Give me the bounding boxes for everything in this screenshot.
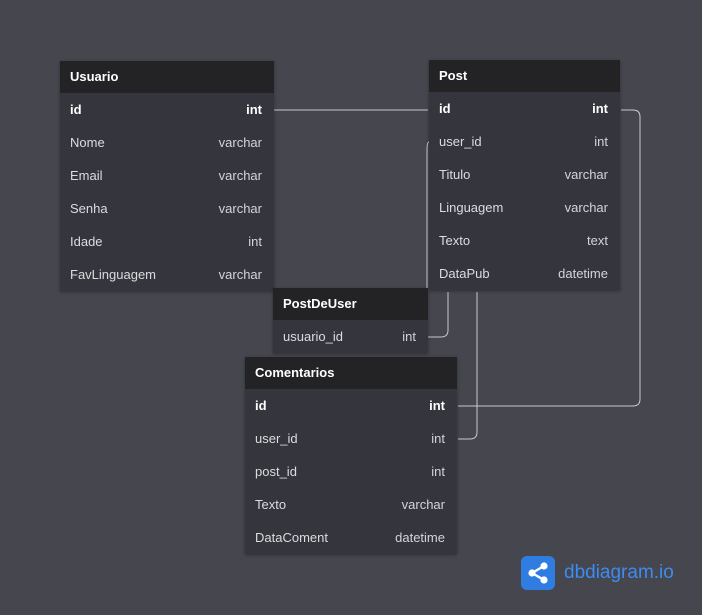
- table-usuario[interactable]: Usuario id int Nome varchar Email varchar S…: [60, 61, 274, 291]
- field-name: Texto: [255, 497, 287, 512]
- field-name: id: [255, 398, 267, 413]
- table-postdeuser[interactable]: PostDeUser usuario_id int: [273, 288, 428, 353]
- field-row[interactable]: Texto varchar: [245, 488, 457, 521]
- field-row[interactable]: DataComent datetime: [245, 521, 457, 554]
- share-nodes-icon: [521, 556, 555, 590]
- field-row[interactable]: id int: [60, 93, 274, 126]
- field-type: int: [594, 134, 608, 149]
- field-type: int: [246, 102, 262, 117]
- field-name: Nome: [70, 135, 105, 150]
- table-header[interactable]: Comentarios: [245, 357, 457, 389]
- field-row[interactable]: Linguagem varchar: [429, 191, 620, 224]
- link-post-comentarios-user: [458, 292, 478, 440]
- field-name: user_id: [255, 431, 298, 446]
- field-name: id: [439, 101, 451, 116]
- field-type: varchar: [218, 135, 262, 150]
- field-name: Email: [70, 168, 103, 183]
- brand-name[interactable]: dbdiagram.io: [564, 562, 674, 583]
- field-row[interactable]: Nome varchar: [60, 126, 274, 159]
- field-row[interactable]: Idade int: [60, 225, 274, 258]
- field-type: datetime: [558, 266, 608, 281]
- brand-link[interactable]: dbdiagram.io: [521, 556, 674, 590]
- field-row[interactable]: id int: [245, 389, 457, 422]
- field-name: Linguagem: [439, 200, 504, 215]
- field-row[interactable]: id int: [429, 92, 620, 125]
- field-type: int: [431, 431, 445, 446]
- field-type: datetime: [395, 530, 445, 545]
- field-name: Senha: [70, 201, 108, 216]
- field-row[interactable]: Senha varchar: [60, 192, 274, 225]
- field-name: FavLinguagem: [70, 267, 156, 282]
- field-type: varchar: [218, 201, 262, 216]
- field-name: user_id: [439, 134, 482, 149]
- field-name: post_id: [255, 464, 297, 479]
- field-row[interactable]: post_id int: [245, 455, 457, 488]
- field-type: varchar: [564, 167, 608, 182]
- field-type: int: [592, 101, 608, 116]
- field-row[interactable]: Texto text: [429, 224, 620, 257]
- field-name: Texto: [439, 233, 471, 248]
- field-type: varchar: [401, 497, 445, 512]
- field-row[interactable]: Email varchar: [60, 159, 274, 192]
- field-row[interactable]: FavLinguagem varchar: [60, 258, 274, 291]
- field-type: text: [587, 233, 608, 248]
- field-type: int: [431, 464, 445, 479]
- field-name: Titulo: [439, 167, 471, 182]
- field-type: int: [402, 329, 416, 344]
- field-type: varchar: [564, 200, 608, 215]
- field-name: DataPub: [439, 266, 490, 281]
- field-row[interactable]: user_id int: [429, 125, 620, 158]
- table-post[interactable]: Post id int user_id int Titulo varchar Ling…: [429, 60, 620, 290]
- field-name: usuario_id: [283, 329, 343, 344]
- field-type: varchar: [218, 267, 262, 282]
- field-type: int: [429, 398, 445, 413]
- table-header[interactable]: Usuario: [60, 61, 274, 93]
- field-name: DataComent: [255, 530, 328, 545]
- field-name: id: [70, 102, 82, 117]
- field-row[interactable]: user_id int: [245, 422, 457, 455]
- field-row[interactable]: Titulo varchar: [429, 158, 620, 191]
- field-row[interactable]: DataPub datetime: [429, 257, 620, 290]
- table-header[interactable]: PostDeUser: [273, 288, 428, 320]
- field-name: Idade: [70, 234, 103, 249]
- field-row[interactable]: usuario_id int: [273, 320, 428, 353]
- field-type: int: [248, 234, 262, 249]
- field-type: varchar: [218, 168, 262, 183]
- table-header[interactable]: Post: [429, 60, 620, 92]
